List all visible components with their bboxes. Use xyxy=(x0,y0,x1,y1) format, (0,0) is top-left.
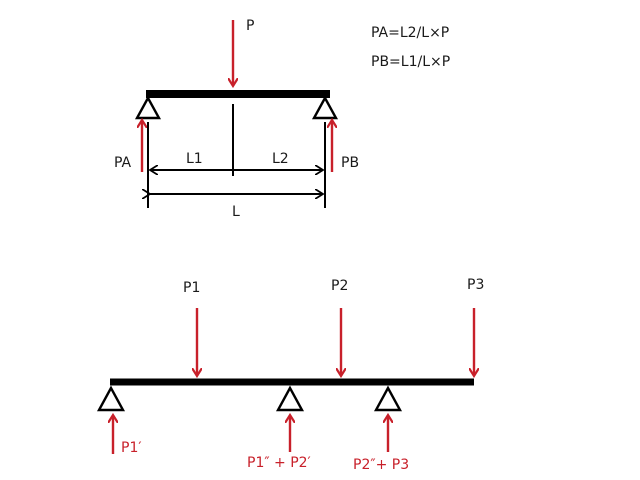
load-label-p2: P2 xyxy=(331,278,348,294)
bottom-diagram: P1 P2 P3 P1′ P1″ + P2′ P2″+ P3 xyxy=(96,277,484,473)
bottom-support-2 xyxy=(275,385,305,412)
bottom-support-3 xyxy=(373,385,403,412)
dim-l2-label: L2 xyxy=(272,151,289,167)
reaction-label-3: P2″+ P3 xyxy=(353,457,409,473)
reaction-label-1: P1′ xyxy=(121,440,142,456)
top-right-support xyxy=(311,95,339,120)
reaction-label-2: P1″ + P2′ xyxy=(247,455,311,471)
top-load-label: P xyxy=(246,18,254,34)
formula-pb: PB=L1/L×P xyxy=(371,54,450,70)
top-left-support xyxy=(134,95,162,120)
formula-pa: PA=L2/L×P xyxy=(371,25,449,41)
top-diagram: P PA=L2/L×P PB=L1/L×P PA PB L1 L2 L xyxy=(114,18,450,220)
dim-l-label: L xyxy=(232,204,240,220)
bottom-support-1 xyxy=(96,385,126,412)
reaction-pa-label: PA xyxy=(114,155,132,171)
load-label-p1: P1 xyxy=(183,280,200,296)
reaction-pb-label: PB xyxy=(341,155,359,171)
dim-l1-label: L1 xyxy=(186,151,203,167)
load-label-p3: P3 xyxy=(467,277,484,293)
